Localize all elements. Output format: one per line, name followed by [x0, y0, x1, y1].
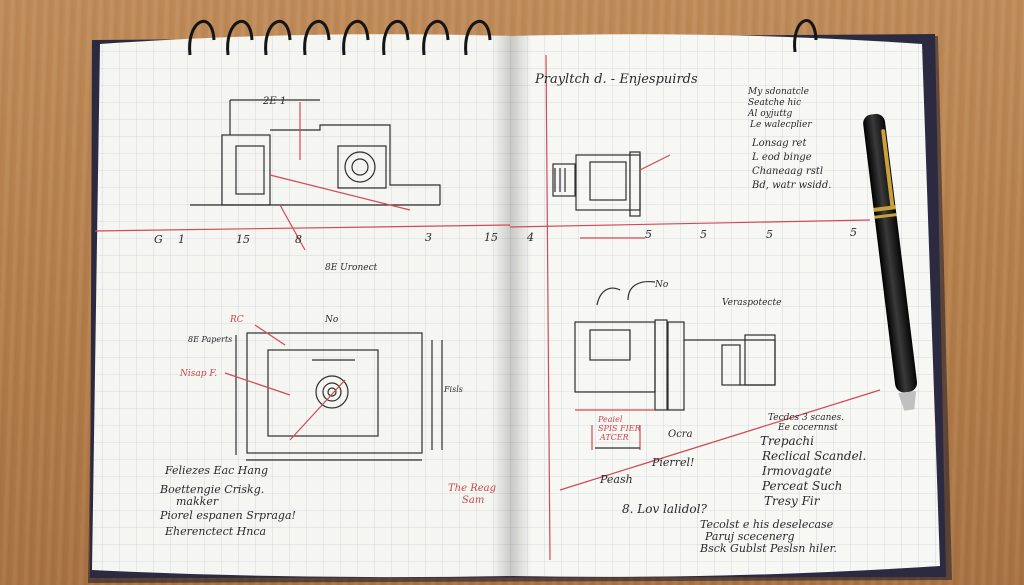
right-technical-drawing [509, 54, 881, 561]
left-red-note-0: The Reag [448, 483, 496, 494]
left-axis-tick-4: 3 [425, 231, 432, 244]
right-axis-tick-4: 5 [850, 226, 857, 239]
red-box-2: ATCER [599, 433, 629, 442]
left-axis-tick-5: 15 [484, 231, 498, 244]
left-note-3: Piorel espanen Srpraga! [159, 509, 296, 522]
left-note-1: Boettengie Criskg. [159, 483, 264, 496]
left-technical-drawing [94, 99, 511, 461]
right-top-note-3: Le walecplier [749, 120, 812, 130]
right-notes-head-0: Tecdcs 3 scanes. [768, 413, 844, 423]
right-axis-tick-2: 5 [700, 228, 707, 241]
left-page [92, 34, 512, 578]
left-axis-tick-3: 8 [295, 233, 302, 246]
right-mid-note-3: Bd, watr wsidd. [751, 180, 831, 191]
right-note-3: Perceat Such [761, 479, 842, 493]
label-ocra: Ocra [668, 429, 693, 440]
pen [863, 113, 918, 411]
label-vera: Veraspotecte [722, 298, 781, 308]
right-note-2: Irmovagate [761, 464, 832, 478]
right-axis-tick-1: 5 [645, 228, 652, 241]
left-axis-tick-1: 1 [178, 233, 185, 246]
left-note-2: makker [176, 495, 219, 508]
left-mid-label-1: 8E Paperts [188, 335, 232, 344]
left-mid-label-3: No [324, 315, 339, 325]
right-title: Prayltch d. - Enjespuirds [534, 72, 698, 87]
left-red-note-1: Sam [462, 495, 484, 506]
left-mid-label-4: Fisls [443, 385, 463, 394]
right-top-note-1: Seatche hic [748, 98, 801, 108]
left-note-0: Feliezes Eac Hang [164, 464, 268, 477]
right-notes-head-1: Ee cocernnst [777, 423, 838, 433]
right-note-1: Reclical Scandel. [761, 449, 866, 463]
right-mid-note-1: L eod binge [751, 152, 812, 163]
left-mid-label-2: Nisap F. [179, 369, 217, 379]
right-top-note-0: My sdonatcle [747, 87, 809, 97]
right-page [512, 34, 940, 577]
left-axis-tick-2: 15 [236, 233, 250, 246]
right-note-0: Trepachi [760, 434, 814, 448]
label-no: No [654, 280, 669, 290]
left-top-label: 2E 1 [262, 96, 286, 107]
right-mid-note-0: Lonsag ret [751, 138, 807, 149]
bottom-note-2: Bsck Gublst Peslsn hiler. [699, 542, 837, 555]
left-note-4: Eherenctect Hnca [164, 525, 266, 538]
spine-shadow [492, 36, 532, 576]
spiral-binding [188, 19, 818, 56]
right-axis-tick-3: 5 [766, 228, 773, 241]
left-axis-tick-0: G [154, 233, 163, 246]
right-mid-note-2: Chaneaag rstl [752, 166, 823, 177]
left-bottom-label: 8E Uronect [325, 263, 378, 273]
label-peach: Peash [599, 473, 633, 486]
red-box-0: Peaiel [597, 415, 623, 424]
label-pierrel: Pierrel! [651, 456, 694, 469]
red-box-1: SPIS FIER [598, 424, 641, 433]
right-top-note-2: Al oyjuttg [747, 109, 793, 119]
right-note-4: Tresy Fir [764, 494, 821, 508]
bottom-note-0: Tecolst e his deselecase [700, 518, 834, 531]
right-axis-tick-0: 4 [526, 231, 534, 244]
label-bold: 8. Lov lalidol? [622, 502, 707, 516]
left-mid-label-0: RC [229, 315, 244, 325]
bottom-note-1: Paruj scecenerg [704, 530, 795, 543]
